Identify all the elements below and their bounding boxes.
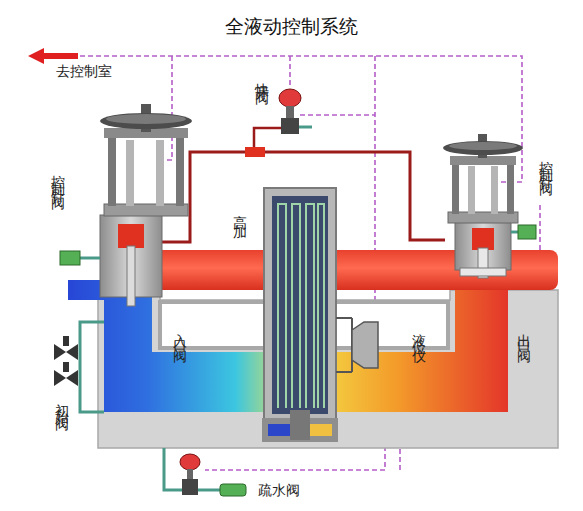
pipe-junction [245, 147, 265, 157]
handwheel [443, 141, 523, 155]
handwheel [100, 113, 192, 129]
needle-valve [60, 251, 80, 265]
level-meter [352, 322, 378, 368]
direction-arrow [28, 48, 78, 64]
valve-stem [286, 106, 294, 118]
valve-body [182, 479, 198, 495]
control-signal-line [300, 114, 375, 116]
initial-pipe [80, 322, 104, 412]
valve-stem [187, 469, 193, 479]
valve-yoke [126, 140, 134, 206]
valve-actuator [180, 454, 200, 470]
heater-shell [264, 188, 336, 424]
level-meter-pipe [336, 318, 352, 372]
valve-yoke [468, 166, 475, 214]
needle-pipe [78, 257, 100, 260]
heater-core [272, 196, 328, 414]
part-label: 出口阀 [516, 322, 531, 346]
part-label: 液位仪 [411, 322, 426, 346]
valve-body [281, 118, 299, 134]
valve-chamber [472, 228, 494, 250]
part-label: 疏水阀 [258, 483, 300, 498]
handwheel [449, 142, 517, 150]
handwheel [106, 114, 186, 124]
part-label: 快开阀 [254, 72, 269, 84]
part-label: 控制针阀 [538, 150, 553, 178]
valve-stem [127, 246, 135, 306]
initial-valve [54, 344, 78, 360]
part-label: 高加 [232, 204, 247, 224]
control-signal-line [80, 56, 522, 182]
initial-valve [54, 370, 78, 386]
valve-seat [460, 268, 506, 276]
diagram-title: 全液动控制系统 [0, 14, 583, 40]
hydraulic-pipe [160, 152, 445, 242]
part-label: 初始阀 [54, 392, 69, 413]
heater-partition [290, 410, 310, 440]
valve-yoke [176, 136, 184, 206]
valve-yoke [156, 140, 164, 206]
valve-yoke [452, 162, 459, 214]
part-label: 控制针阀 [50, 164, 65, 192]
initial-valve-stem [63, 362, 69, 372]
drain-outlet [220, 484, 246, 496]
valve-yoke [108, 136, 116, 206]
initial-valve-stem [63, 336, 69, 346]
part-label: 入口阀 [172, 322, 187, 346]
control-signal-line [289, 56, 291, 88]
needle-valve [518, 225, 536, 239]
vent-pipe [299, 126, 312, 129]
valve-actuator [279, 89, 301, 107]
valve-chamber [118, 224, 144, 248]
valve-yoke [507, 162, 514, 214]
heater-tubes [278, 204, 324, 408]
valve-yoke [491, 166, 498, 214]
part-label: 去控制室 [56, 64, 112, 79]
valve-bonnet [104, 204, 188, 216]
